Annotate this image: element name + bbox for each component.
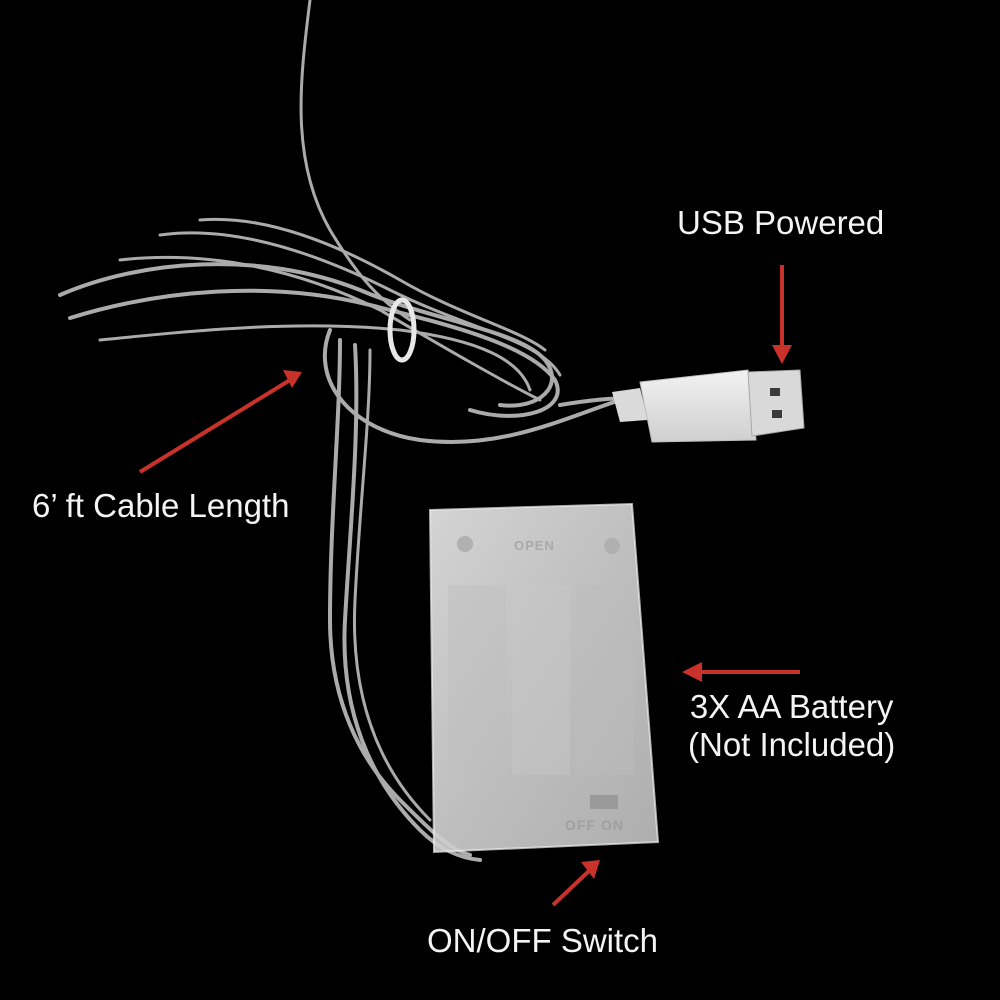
open-marking: OPEN [514,538,555,553]
usb-plug-icon [612,369,805,443]
cable-tie-icon [387,297,417,363]
battery-label-line2: (Not Included) [688,726,896,763]
arrow-icon [138,265,800,907]
switch-label: ON/OFF Switch [427,922,659,959]
usb-powered-label: USB Powered [677,204,885,241]
battery-box-icon [428,502,660,854]
battery-label: 3X AA Battery (Not Included) [688,688,895,764]
battery-label-line1: 3X AA Battery [689,688,894,725]
cable-length-label: 6’ ft Cable Length [32,487,290,524]
off-on-marking: OFF ON [565,817,624,833]
